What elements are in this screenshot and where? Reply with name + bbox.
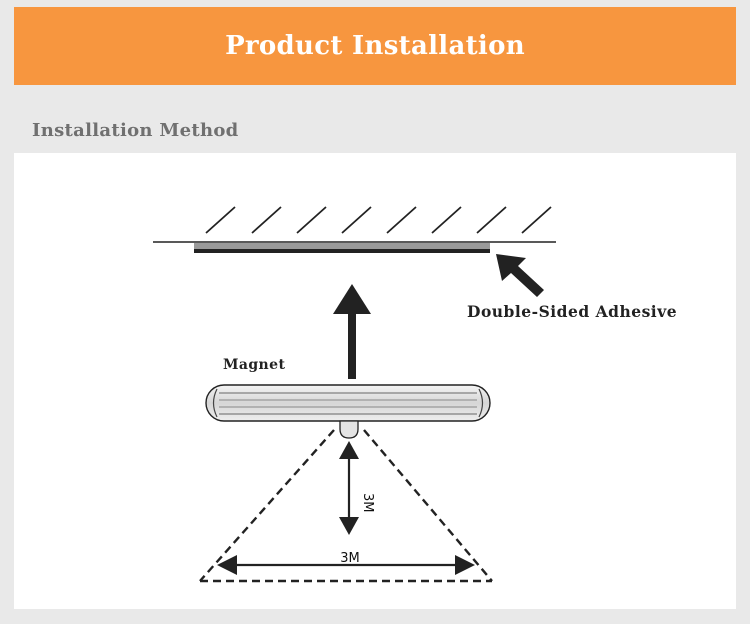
adhesive-strip: [194, 249, 490, 253]
page-title: Product Installation: [225, 31, 525, 61]
vertical-distance-label: 3M: [360, 493, 375, 513]
motion-sensor: [339, 420, 359, 439]
detection-cone: [199, 429, 493, 583]
ceiling-hatch: [205, 206, 552, 234]
horizontal-distance-label: 3M: [340, 551, 360, 566]
diagram-panel: Double-Sided Adhesive Magnet: [14, 153, 736, 609]
adhesive-strip-gray: [194, 243, 490, 249]
vertical-range-arrow: [339, 441, 359, 535]
installation-diagram: Double-Sided Adhesive Magnet: [153, 206, 677, 583]
header-banner: Product Installation: [14, 7, 736, 85]
horizontal-range-arrow: [217, 555, 475, 575]
adhesive-pointer-arrow: [496, 254, 544, 297]
mount-direction-arrow: [333, 284, 371, 379]
lamp-bar: [205, 384, 491, 422]
section-title: Installation Method: [32, 120, 239, 141]
adhesive-label: Double-Sided Adhesive: [467, 302, 677, 321]
magnet-label: Magnet: [223, 357, 285, 373]
